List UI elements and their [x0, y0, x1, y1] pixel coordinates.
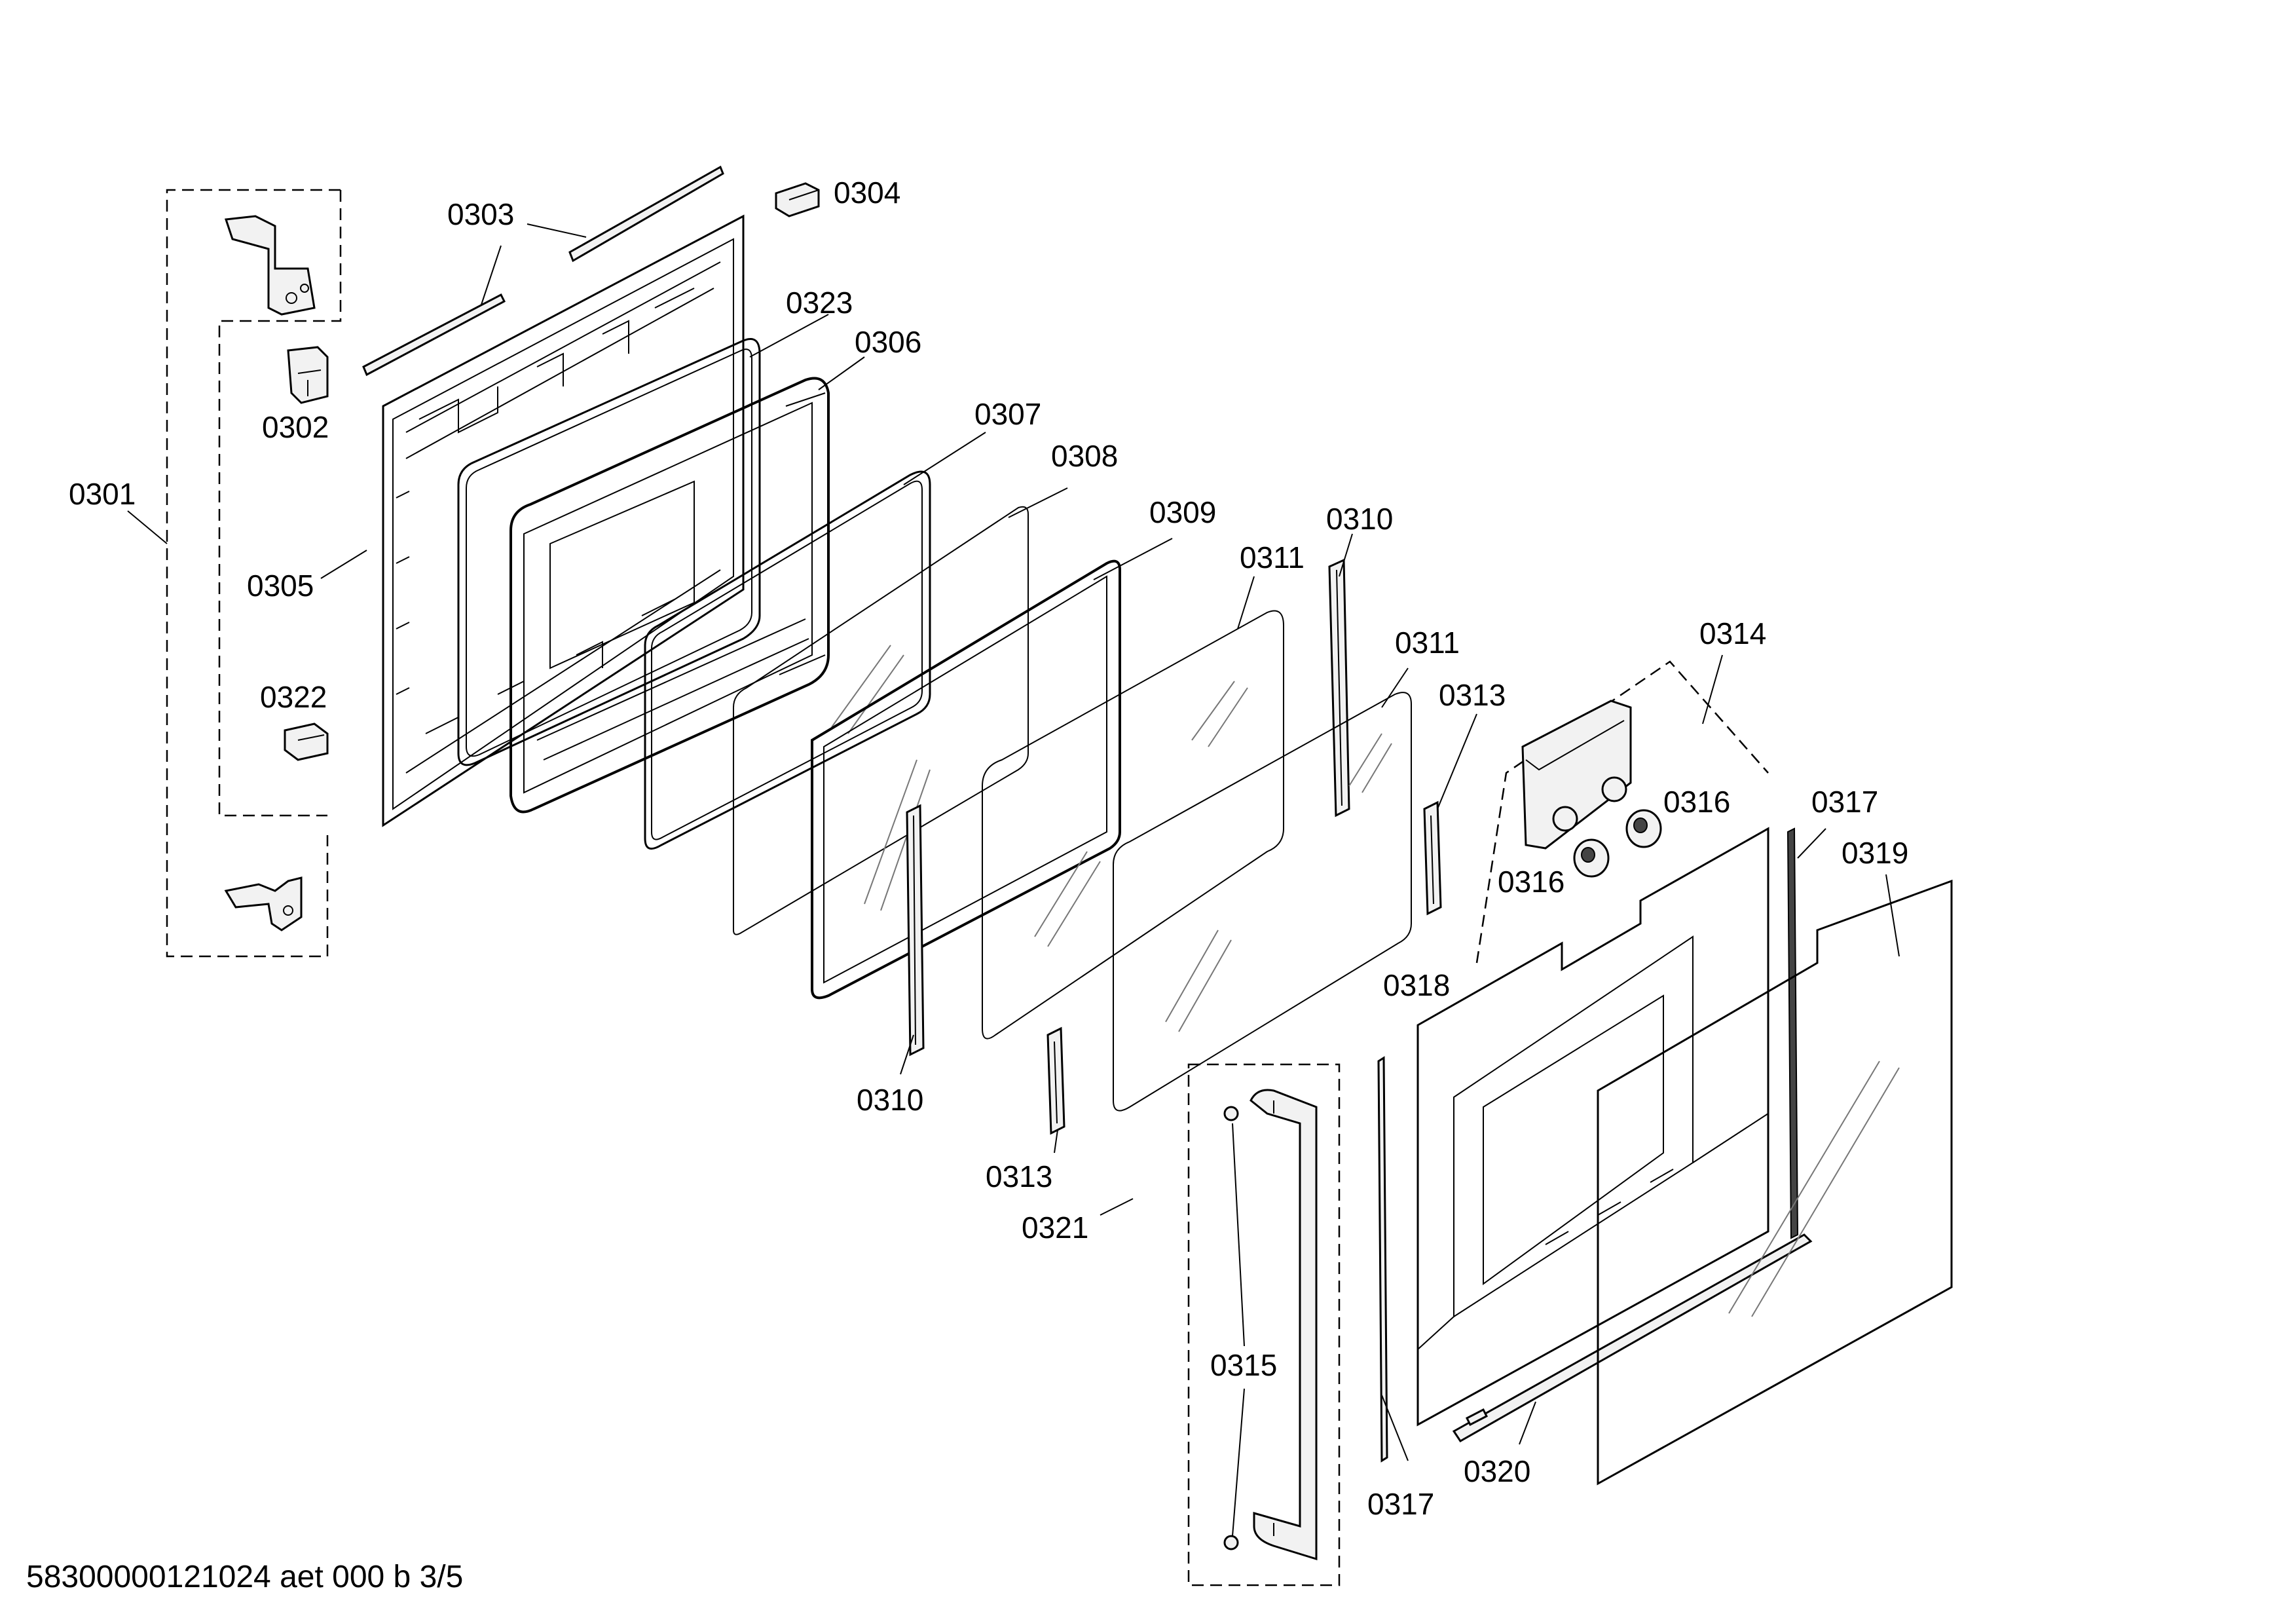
leader-lines: [127, 223, 1900, 1537]
spacer-strip-0310-right: [1328, 558, 1350, 817]
strip-0317-right: [1787, 827, 1799, 1239]
hinge-block-0322: [284, 723, 329, 761]
strip-0313-left: [1046, 1026, 1065, 1135]
strip-0317-center: [1377, 1056, 1388, 1463]
outer-panel-0318: [1416, 827, 1769, 1427]
strip-0313-right: [1423, 800, 1442, 916]
clip-0304: [775, 182, 820, 217]
label-0303: 0303: [447, 197, 514, 231]
hinge-group-outline: [166, 189, 342, 958]
label-0317-bottom: 0317: [1367, 1487, 1434, 1521]
label-0310-top: 0310: [1326, 502, 1393, 536]
label-0311-first: 0311: [1240, 540, 1305, 574]
label-0313-right: 0313: [1439, 678, 1506, 712]
door-handle: [1223, 1089, 1318, 1561]
inner-frame-0306: [509, 377, 830, 814]
label-0317-right: 0317: [1811, 785, 1878, 819]
label-0308: 0308: [1051, 439, 1118, 473]
knob-0316-left: [1573, 838, 1610, 878]
label-0320: 0320: [1464, 1454, 1530, 1488]
bottom-trim-0320: [1452, 1233, 1813, 1442]
glass-pane-0308: [733, 506, 1029, 935]
label-0302: 0302: [262, 410, 329, 444]
glass-seal-0307: [644, 470, 931, 850]
knob-0316-right: [1625, 809, 1662, 848]
label-0321: 0321: [1022, 1210, 1088, 1245]
label-0323: 0323: [786, 286, 853, 320]
door-seal-0323: [457, 338, 761, 766]
label-0309: 0309: [1149, 495, 1216, 529]
glass-pane-0311-second: [1113, 692, 1412, 1112]
label-0313-left: 0313: [986, 1159, 1052, 1193]
label-0310-bottom: 0310: [857, 1083, 923, 1117]
upper-hinge-bracket: [224, 215, 316, 316]
label-0316-left: 0316: [1498, 865, 1565, 899]
lower-hinge-bracket: [224, 876, 303, 931]
outer-glass-0319: [1597, 879, 1953, 1486]
label-0322: 0322: [260, 680, 327, 714]
label-0316-right: 0316: [1663, 785, 1730, 819]
control-panel-block: [1521, 700, 1632, 850]
label-0307: 0307: [974, 397, 1041, 431]
glass-frame-0309: [811, 559, 1121, 1000]
label-0306: 0306: [855, 325, 921, 359]
hinge-block-0302: [287, 346, 329, 404]
label-0304: 0304: [834, 176, 900, 210]
part-labels: 0301 0302 0303 0304 0305 0306 0307 0308 …: [69, 176, 1908, 1521]
label-0301: 0301: [69, 477, 136, 511]
label-0314: 0314: [1699, 616, 1766, 650]
document-id: 58300000121024 aet 000 b 3/5: [26, 1560, 463, 1594]
spacer-strip-0310-left: [906, 804, 925, 1057]
door-frame-0305: [382, 214, 745, 827]
label-0305: 0305: [247, 569, 314, 603]
glass-pane-0311-first: [982, 610, 1284, 1040]
label-0311-second: 0311: [1395, 626, 1460, 660]
label-0315: 0315: [1210, 1348, 1277, 1382]
label-0318: 0318: [1383, 968, 1450, 1002]
handle-group-outline: [1187, 1063, 1341, 1586]
top-trim-0303: [362, 165, 724, 377]
label-0319: 0319: [1842, 836, 1908, 870]
control-panel-group-outline: [1475, 660, 1769, 964]
